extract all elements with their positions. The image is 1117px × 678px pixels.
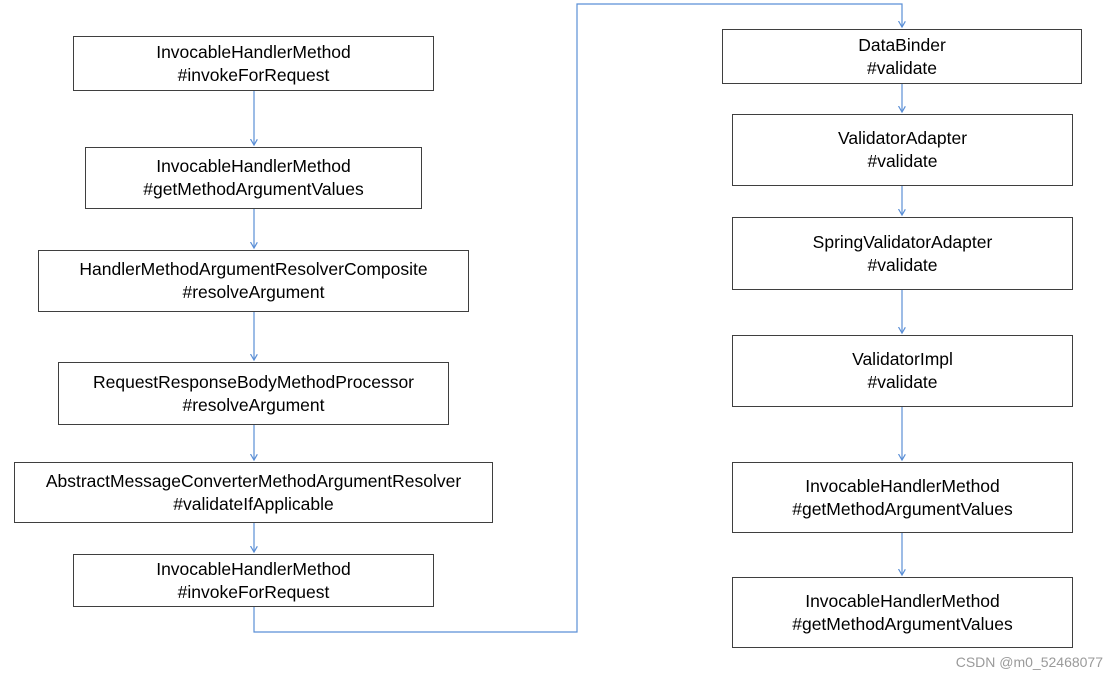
left-box-4-class: RequestResponseBodyMethodProcessor (92, 371, 414, 392)
right-box-3: SpringValidatorAdapter #validate (732, 217, 1073, 290)
right-box-3-method: #validate (867, 254, 938, 275)
right-box-5: InvocableHandlerMethod #getMethodArgumen… (732, 462, 1073, 533)
right-box-6: InvocableHandlerMethod #getMethodArgumen… (732, 577, 1073, 648)
right-box-4: ValidatorImpl #validate (732, 335, 1073, 407)
right-box-2-method: #validate (867, 151, 938, 171)
left-box-3: HandlerMethodArgumentResolverComposite #… (38, 250, 469, 312)
left-box-3-class: HandlerMethodArgumentResolverComposite (79, 259, 428, 279)
left-box-5: AbstractMessageConverterMethodArgumentRe… (14, 462, 493, 523)
left-box-5-class: AbstractMessageConverterMethodArgumentRe… (45, 470, 462, 491)
left-box-4: RequestResponseBodyMethodProcessor #reso… (58, 362, 449, 425)
right-box-3-class: SpringValidatorAdapter (812, 231, 993, 252)
right-box-5-method: #getMethodArgumentValues (792, 498, 1013, 519)
left-box-1-method: #invokeForRequest (177, 64, 330, 85)
left-box-6-method: #invokeForRequest (177, 581, 330, 602)
left-box-6: InvocableHandlerMethod #invokeForRequest (73, 554, 434, 607)
csdn-watermark: CSDN @m0_52468077 (955, 654, 1103, 670)
left-box-3-method: #resolveArgument (182, 282, 325, 302)
right-box-4-class: ValidatorImpl (852, 349, 953, 369)
left-box-6-class: InvocableHandlerMethod (156, 558, 351, 579)
left-box-2: InvocableHandlerMethod #getMethodArgumen… (85, 147, 422, 209)
left-box-4-method: #resolveArgument (182, 394, 325, 415)
cross-connector (253, 3, 902, 633)
right-box-2: ValidatorAdapter #validate (732, 114, 1073, 186)
right-box-2-class: ValidatorAdapter (837, 128, 968, 148)
right-box-1: DataBinder #validate (722, 29, 1082, 84)
right-box-1-method: #validate (866, 57, 938, 78)
left-box-5-method: #validateIfApplicable (173, 493, 334, 514)
right-box-6-class: InvocableHandlerMethod (805, 590, 1000, 611)
right-box-5-class: InvocableHandlerMethod (805, 475, 1000, 496)
left-box-1-class: InvocableHandlerMethod (156, 41, 351, 62)
right-box-1-class: DataBinder (858, 34, 946, 55)
right-box-6-method: #getMethodArgumentValues (792, 613, 1013, 634)
right-box-4-method: #validate (867, 372, 938, 392)
left-box-2-class: InvocableHandlerMethod (156, 156, 351, 176)
left-box-2-method: #getMethodArgumentValues (143, 179, 364, 199)
left-box-1: InvocableHandlerMethod #invokeForRequest (73, 36, 434, 91)
